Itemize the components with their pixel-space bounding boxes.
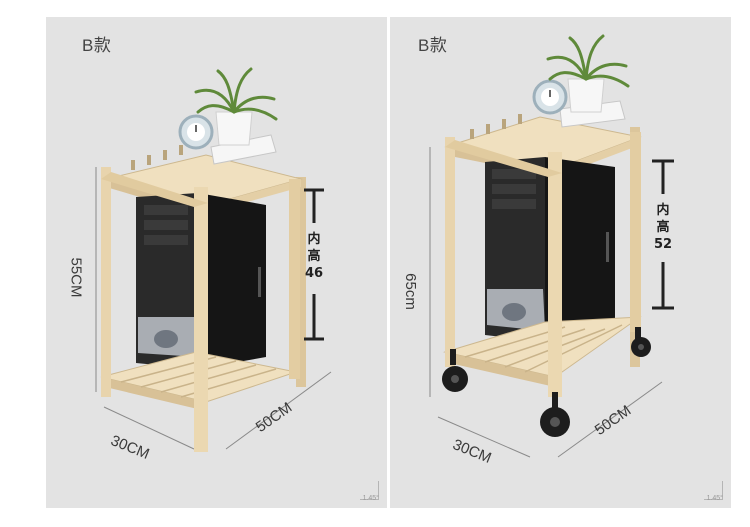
inner-height-char-1: 内 [307, 232, 321, 247]
watermark-corner [360, 481, 379, 500]
height-dimension-label: 55CM [67, 257, 85, 298]
inner-height-label: 内 高 46 [303, 231, 325, 282]
inner-height-value: 46 [304, 266, 324, 281]
panel-title: B款 [82, 36, 112, 55]
shelf-illustration [429, 34, 674, 458]
watermark: 1.45° [706, 495, 723, 502]
watermark: 1.45° [362, 495, 379, 502]
panel-without-wheels: B款 55CM 30CM 50CM 内 高 46 1.45° [46, 17, 387, 508]
panel-title: B款 [418, 36, 448, 55]
height-dimension-label: 65cm [401, 273, 419, 310]
inner-height-char-1: 内 [656, 203, 670, 218]
watermark-corner [704, 481, 723, 500]
shelf-illustration [95, 67, 332, 452]
inner-height-value: 52 [653, 237, 673, 252]
panel-with-wheels: B款 65cm 30CM 50CM 内 高 52 1.45° [390, 17, 731, 508]
inner-height-char-2: 高 [307, 249, 321, 264]
inner-height-label: 内 高 52 [652, 202, 674, 253]
inner-height-char-2: 高 [656, 220, 670, 235]
